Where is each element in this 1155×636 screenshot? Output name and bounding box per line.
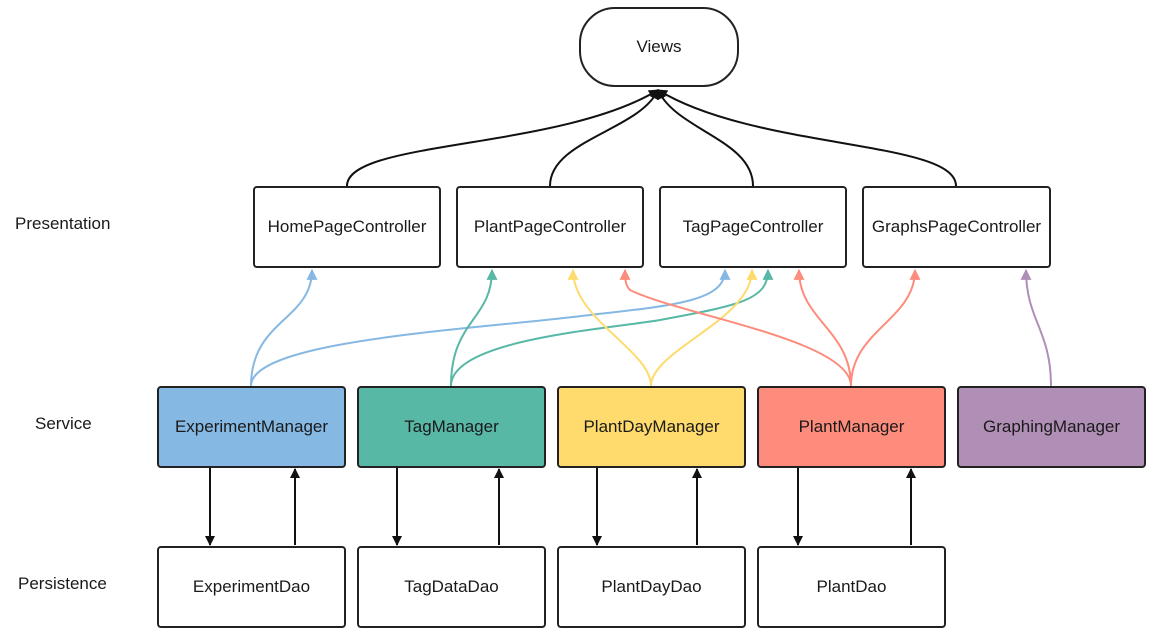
views-label: Views <box>636 37 682 56</box>
dao-plantday-node[interactable]: PlantDayDao <box>557 546 746 628</box>
controller-graphs-node[interactable]: GraphsPageController <box>862 186 1051 268</box>
edge-plantmanager-to-tag <box>793 268 852 387</box>
edge-plantday-to-tag <box>650 268 758 387</box>
controller-plant-node[interactable]: PlantPageController <box>456 186 644 268</box>
manager-plantday-node[interactable]: PlantDayManager <box>557 386 746 468</box>
dao-tagdata-node[interactable]: TagDataDao <box>357 546 546 628</box>
edge-graphing-to-graphs <box>1020 268 1052 387</box>
dao-experiment-label: ExperimentDao <box>192 577 311 596</box>
edge-tagmanager-to-tag <box>450 268 774 387</box>
edge-plantmanager-to-graphs <box>850 268 921 387</box>
layer-label-service: Service <box>35 414 92 433</box>
edge-home-to-views <box>346 89 659 187</box>
dao-experiment-node[interactable]: ExperimentDao <box>157 546 346 628</box>
edge-plantmanager-to-plant <box>619 268 852 387</box>
controller-tag-node[interactable]: TagPageController <box>659 186 847 268</box>
manager-plantday-label: PlantDayManager <box>583 417 720 436</box>
manager-tag-node[interactable]: TagManager <box>357 386 546 468</box>
manager-plant-label: PlantManager <box>798 417 905 436</box>
controller-graphs-label: GraphsPageController <box>871 217 1042 236</box>
controller-home-node[interactable]: HomePageController <box>253 186 441 268</box>
edge-plant-to-views <box>549 89 659 187</box>
edge-plantday-to-plant <box>567 268 652 387</box>
layer-label-persistence: Persistence <box>18 574 107 593</box>
views-node[interactable]: Views <box>579 7 739 87</box>
dao-plant-node[interactable]: PlantDao <box>757 546 946 628</box>
dao-tagdata-label: TagDataDao <box>404 577 499 596</box>
edge-tagmanager-to-plant <box>450 268 498 387</box>
manager-experiment-node[interactable]: ExperimentManager <box>157 386 346 468</box>
manager-graphing-label: GraphingManager <box>982 417 1121 436</box>
edge-graphs-to-views <box>657 89 957 187</box>
controller-home-label: HomePageController <box>267 217 427 236</box>
manager-plant-node[interactable]: PlantManager <box>757 386 946 468</box>
controller-tag-label: TagPageController <box>682 217 824 236</box>
manager-tag-label: TagManager <box>404 417 499 436</box>
manager-graphing-node[interactable]: GraphingManager <box>957 386 1146 468</box>
controller-plant-label: PlantPageController <box>473 217 627 236</box>
dao-plant-label: PlantDao <box>816 577 887 596</box>
edge-experiment-to-tag <box>250 268 731 387</box>
manager-experiment-label: ExperimentManager <box>174 417 329 436</box>
layer-label-presentation: Presentation <box>15 214 111 233</box>
edge-tag-to-views <box>657 89 754 187</box>
edge-experiment-to-home <box>250 268 318 387</box>
dao-plantday-label: PlantDayDao <box>601 577 702 596</box>
